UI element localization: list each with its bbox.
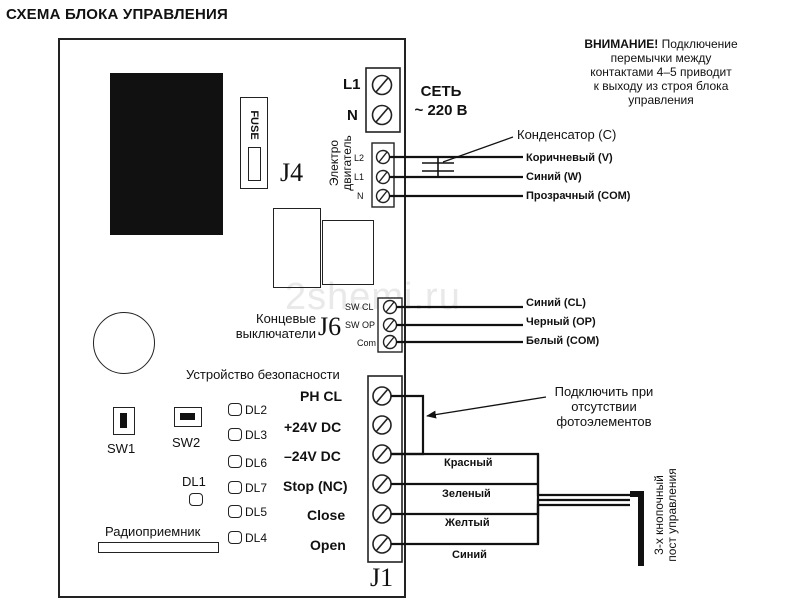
led-dl2 — [228, 403, 242, 416]
warning-note: ВНИМАНИЕ! Подключение перемычки между ко… — [552, 37, 770, 107]
j4-wire-clear: Прозрачный (COM) — [526, 190, 631, 202]
j6-wire-white: Белый (COM) — [526, 335, 600, 347]
radio-connector — [98, 542, 219, 553]
j1-wire-red-line — [391, 452, 630, 497]
jumper-note-line1: Подключить при — [554, 384, 654, 399]
watermark: 2shemi.ru — [285, 276, 461, 318]
j1-wire-blue: Синий — [452, 549, 487, 561]
led-dl4 — [228, 531, 242, 544]
j1-terminal-5-screw — [372, 504, 392, 524]
j4-terminal-l2-screw — [375, 149, 391, 165]
sw2-label: SW2 — [172, 435, 201, 450]
jumper-note: Подключить при отсутствии фотоэлементов — [544, 384, 664, 429]
relay-right — [322, 220, 374, 285]
j1-wire-red: Красный — [444, 457, 493, 469]
radio-label: Радиоприемник — [105, 524, 201, 539]
j6-wire-black: Черный (OP) — [526, 316, 596, 328]
round-component — [93, 312, 155, 374]
capacitor-symbol — [422, 157, 454, 177]
j6-terminal-swcl-screw — [382, 299, 398, 315]
j1-label: J1 — [370, 563, 394, 592]
j1-terminal-block — [367, 375, 403, 563]
j6-pin-swop: SW OP — [345, 320, 376, 330]
j6-label: J6 — [318, 312, 342, 341]
mains-label-line2: ~ 220 В — [414, 102, 468, 119]
fuse-element — [248, 147, 261, 181]
mains-n-label: N — [347, 107, 358, 124]
led-dl5-label: DL5 — [245, 505, 268, 519]
mains-terminal-l1-screw — [371, 74, 393, 96]
j4-terminal-l1-screw — [375, 169, 391, 185]
led-dl1-label: DL1 — [182, 474, 206, 489]
jumper-note-arrow — [426, 396, 547, 419]
led-dl6 — [228, 455, 242, 468]
j6-terminal-com-screw — [382, 334, 398, 350]
warning-line5: управления — [628, 93, 694, 107]
j4-pin-l1: L1 — [354, 172, 365, 182]
sw1-switch — [113, 407, 135, 435]
warning-line2: перемычки между — [610, 51, 712, 65]
sw1-label: SW1 — [107, 441, 136, 456]
j6-wire-blue: Синий (CL) — [526, 297, 586, 309]
j6-terminal-swop-screw — [382, 317, 398, 333]
led-dl1 — [189, 493, 203, 506]
j4-wire-brown: Коричневый (V) — [526, 152, 613, 164]
safety-device-label: Устройство безопасности — [186, 367, 340, 382]
j1-pin-stop: Stop (NC) — [283, 478, 348, 494]
mains-label: СЕТЬ ~ 220 В — [414, 82, 468, 120]
capacitor-pointer — [442, 136, 514, 163]
jumper-note-line2: отсутствии — [571, 399, 637, 414]
j6-pin-swcl: SW CL — [345, 302, 374, 312]
mains-l1-label: L1 — [343, 76, 361, 93]
warning-line1: Подключение — [661, 37, 738, 51]
j1-pin-24vdc-minus: –24V DC — [284, 448, 341, 464]
mains-label-line1: СЕТЬ — [420, 83, 462, 100]
j1-terminal-1-screw — [372, 386, 392, 406]
led-dl2-label: DL2 — [245, 403, 268, 417]
j1-pin-open: Open — [310, 537, 346, 553]
led-dl3 — [228, 428, 242, 441]
black-module — [110, 73, 223, 235]
j1-wire-blue-line — [391, 503, 630, 546]
j1-terminal-4-screw — [372, 474, 392, 494]
j4-pin-l2: L2 — [354, 153, 365, 163]
warning-line3: контактами 4–5 приводит — [590, 65, 732, 79]
limit-switch-line2: выключатели — [235, 326, 316, 341]
warning-heading: ВНИМАНИЕ! — [584, 37, 659, 51]
led-dl6-label: DL6 — [245, 456, 268, 470]
j1-wire-green: Зеленый — [442, 488, 491, 500]
sw2-switch — [174, 407, 202, 427]
fuse-holder — [240, 97, 268, 189]
j1-terminal-3-screw — [372, 444, 392, 464]
jumper-note-line3: фотоэлементов — [556, 414, 652, 429]
led-dl3-label: DL3 — [245, 428, 268, 442]
j1-terminal-2-screw — [372, 415, 392, 435]
led-dl4-label: DL4 — [245, 531, 268, 545]
mains-terminal-n-screw — [371, 104, 393, 126]
j1-pin-24vdc-plus: +24V DC — [284, 419, 342, 435]
j1-terminal-6-screw — [372, 534, 392, 554]
warning-line4: к выходу из строя блока — [593, 79, 729, 93]
j1-pin-close: Close — [307, 507, 346, 523]
j4-terminal-n-screw — [375, 188, 391, 204]
limit-switch-caption: Концевые выключатели — [224, 311, 316, 341]
capacitor-label: Конденсатор (С) — [517, 127, 617, 142]
led-dl7-label: DL7 — [245, 481, 268, 495]
j4-wire-blue: Синий (W) — [526, 171, 582, 183]
j1-wire-yellow-line — [391, 498, 630, 516]
j6-pin-com: Com — [357, 338, 377, 348]
relay-left — [273, 208, 321, 288]
led-dl7 — [228, 481, 242, 494]
limit-switch-line1: Концевые — [256, 311, 316, 326]
led-dl5 — [228, 505, 242, 518]
j1-wire-yellow: Желтый — [445, 517, 490, 529]
diagram-title: СХЕМА БЛОКА УПРАВЛЕНИЯ — [6, 6, 228, 23]
j4-pin-n: N — [357, 191, 364, 201]
j1-pin-phcl: PH CL — [300, 388, 342, 404]
j4-label: J4 — [280, 158, 304, 187]
